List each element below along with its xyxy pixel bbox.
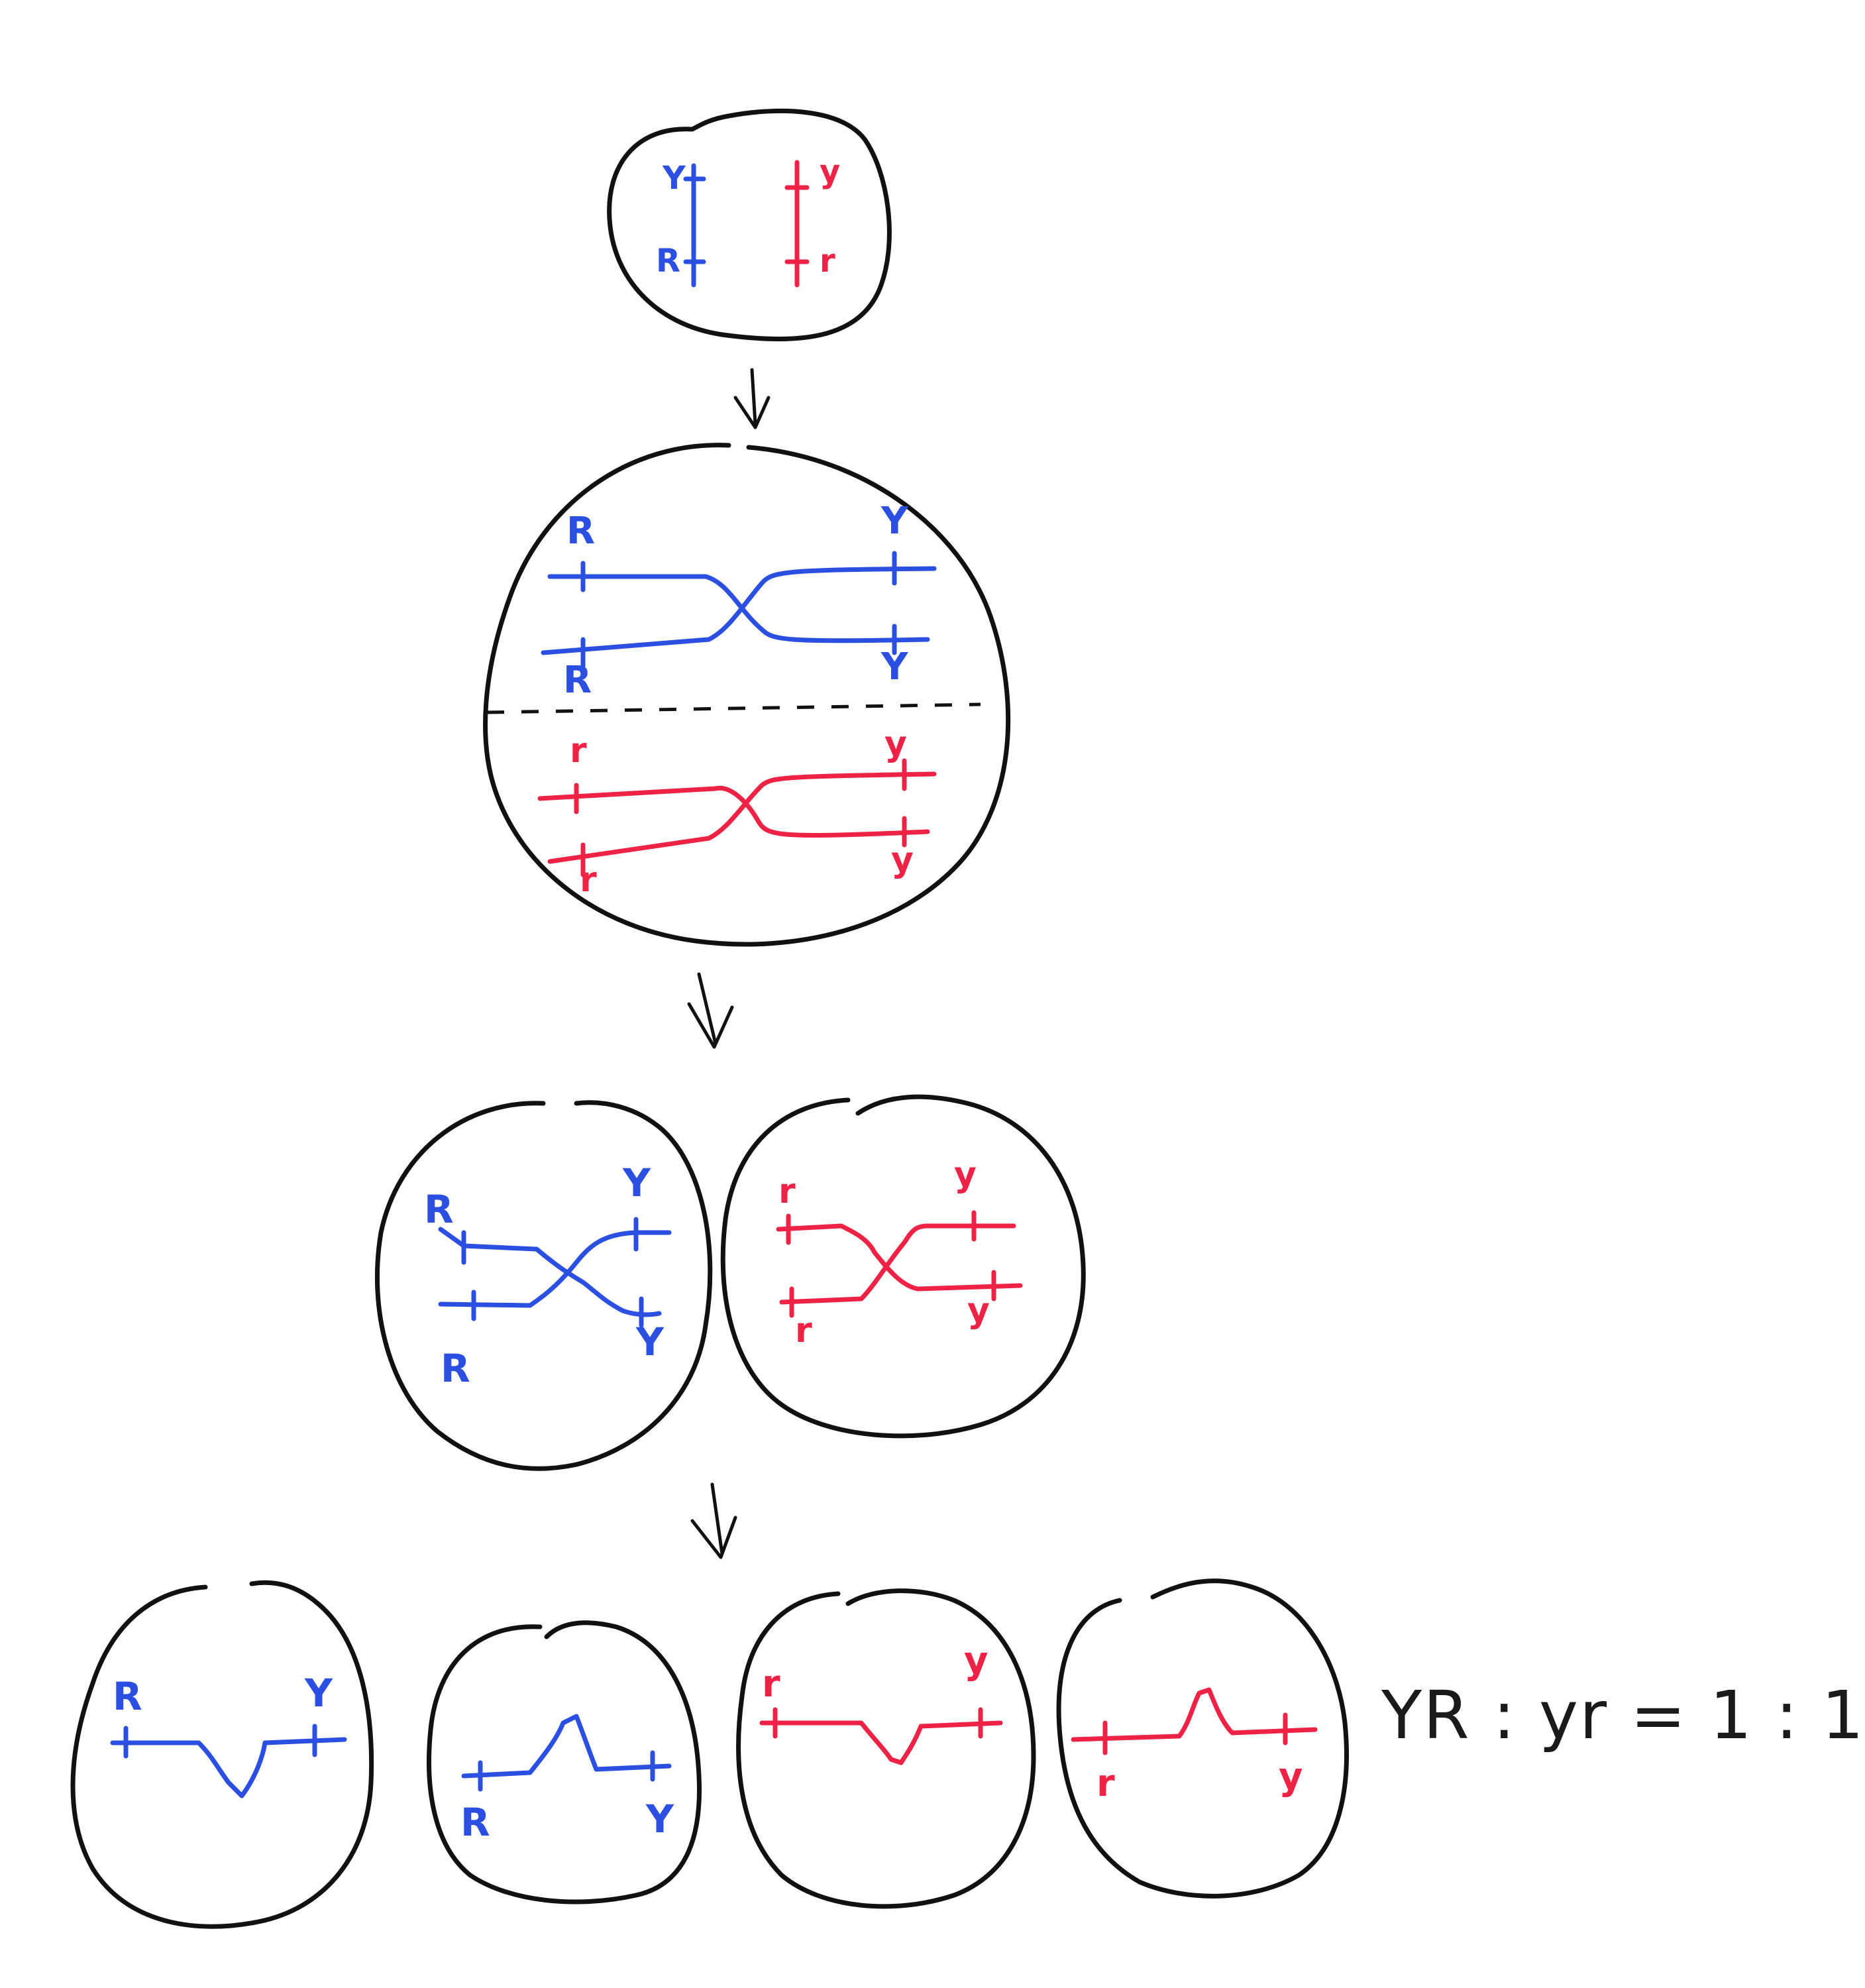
allele-label-r: r <box>820 243 835 280</box>
allele-label-r: r <box>570 731 587 771</box>
down-arrow-icon <box>733 368 771 429</box>
allele-label-r: r <box>762 1663 780 1706</box>
allele-label-Y: Y <box>622 1160 651 1205</box>
allele-label-R: R <box>424 1187 454 1232</box>
daughter-cell-red: r r y y <box>720 1094 1086 1439</box>
meiosis-diagram: Y R y r R R Y Y <box>70 108 1864 1929</box>
prophase-cell: R R Y Y r r y y <box>483 443 1011 947</box>
down-arrow-icon <box>690 1482 737 1559</box>
allele-label-Y: Y <box>645 1796 674 1842</box>
down-arrow-icon <box>687 972 734 1049</box>
gamete-2: R Y <box>427 1620 702 1905</box>
allele-label-y: y <box>964 1639 988 1683</box>
allele-label-y: y <box>820 153 840 190</box>
allele-label-Y: Y <box>880 500 909 543</box>
allele-label-Y: Y <box>635 1319 665 1364</box>
allele-label-r: r <box>778 1172 796 1211</box>
allele-label-y: y <box>1279 1755 1303 1798</box>
allele-label-Y: Y <box>304 1671 333 1716</box>
metaphase-plate <box>486 702 981 714</box>
allele-label-R: R <box>566 510 595 553</box>
allele-label-R: R <box>113 1674 142 1719</box>
allele-label-R: R <box>441 1346 470 1391</box>
allele-label-y: y <box>967 1291 990 1331</box>
red-chromosome: y r <box>784 153 840 288</box>
gamete-3: r y <box>736 1588 1036 1909</box>
allele-label-r: r <box>795 1311 812 1351</box>
allele-label-r: r <box>1096 1762 1115 1805</box>
genotype-ratio-label: YR : yr = 1 : 1 <box>1381 1677 1865 1754</box>
gamete-1: R Y <box>70 1580 374 1929</box>
allele-label-y: y <box>891 840 914 880</box>
allele-label-R: R <box>460 1800 490 1845</box>
red-sister-chromatids: r r y y <box>537 724 937 900</box>
blue-chromosome: Y R <box>656 160 706 288</box>
allele-label-Y: Y <box>880 645 909 689</box>
diagram-canvas: Y R y r R R Y Y <box>70 108 1349 1929</box>
daughter-cell-blue: R R Y Y <box>374 1100 713 1471</box>
allele-label-r: r <box>580 860 597 900</box>
gamete-4: r y <box>1056 1578 1349 1899</box>
allele-label-R: R <box>656 243 680 280</box>
parent-cell: Y R y r <box>607 108 892 342</box>
allele-label-y: y <box>954 1155 977 1195</box>
allele-label-y: y <box>884 724 907 764</box>
blue-sister-chromatids: R R Y Y <box>541 500 937 702</box>
allele-label-R: R <box>563 659 592 702</box>
allele-label-Y: Y <box>662 160 686 197</box>
